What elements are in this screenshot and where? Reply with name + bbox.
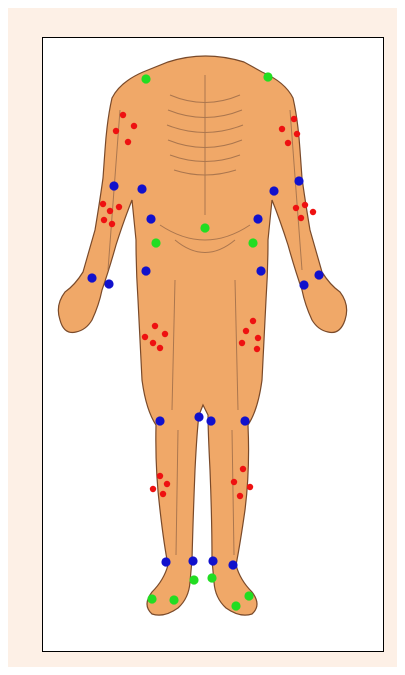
marker-red: [152, 323, 158, 329]
marker-blue: [269, 186, 278, 195]
marker-red: [237, 493, 243, 499]
marker-blue: [188, 556, 197, 565]
marker-green: [207, 573, 216, 582]
marker-red: [239, 340, 245, 346]
marker-green: [141, 74, 150, 83]
marker-red: [240, 466, 246, 472]
marker-red: [100, 201, 106, 207]
marker-blue: [206, 416, 215, 425]
marker-blue: [194, 412, 203, 421]
marker-blue: [299, 280, 308, 289]
marker-red: [247, 484, 253, 490]
marker-red: [160, 491, 166, 497]
marker-blue: [137, 184, 146, 193]
marker-red: [131, 123, 137, 129]
marker-blue: [256, 266, 265, 275]
body-silhouette: [58, 56, 346, 615]
marker-green: [147, 594, 156, 603]
marker-red: [291, 116, 297, 122]
marker-red: [101, 217, 107, 223]
marker-green: [231, 601, 240, 610]
marker-blue: [146, 214, 155, 223]
marker-red: [255, 335, 261, 341]
marker-red: [162, 331, 168, 337]
marker-blue: [253, 214, 262, 223]
marker-red: [250, 318, 256, 324]
marker-red: [150, 340, 156, 346]
marker-red: [107, 208, 113, 214]
marker-red: [157, 345, 163, 351]
marker-blue: [155, 416, 164, 425]
marker-red: [150, 486, 156, 492]
marker-red: [298, 215, 304, 221]
marker-blue: [87, 273, 96, 282]
marker-green: [151, 238, 160, 247]
marker-red: [279, 126, 285, 132]
marker-blue: [104, 279, 113, 288]
marker-red: [116, 204, 122, 210]
marker-blue: [294, 176, 303, 185]
marker-red: [164, 481, 170, 487]
torso-shape: [58, 56, 346, 615]
marker-green: [169, 595, 178, 604]
marker-red: [142, 334, 148, 340]
marker-blue: [240, 416, 249, 425]
marker-red: [120, 112, 126, 118]
marker-green: [200, 223, 209, 232]
marker-red: [113, 128, 119, 134]
marker-blue: [314, 270, 323, 279]
marker-blue: [109, 181, 118, 190]
marker-red: [254, 346, 260, 352]
marker-blue: [208, 556, 217, 565]
marker-green: [248, 238, 257, 247]
marker-red: [310, 209, 316, 215]
marker-red: [231, 479, 237, 485]
marker-blue: [228, 560, 237, 569]
marker-green: [189, 575, 198, 584]
marker-red: [109, 221, 115, 227]
marker-red: [157, 473, 163, 479]
marker-red: [302, 202, 308, 208]
marker-red: [125, 139, 131, 145]
marker-red: [294, 131, 300, 137]
marker-blue: [161, 557, 170, 566]
marker-blue: [141, 266, 150, 275]
marker-red: [293, 205, 299, 211]
marker-green: [244, 591, 253, 600]
marker-red: [285, 140, 291, 146]
marker-green: [263, 72, 272, 81]
marker-red: [243, 328, 249, 334]
